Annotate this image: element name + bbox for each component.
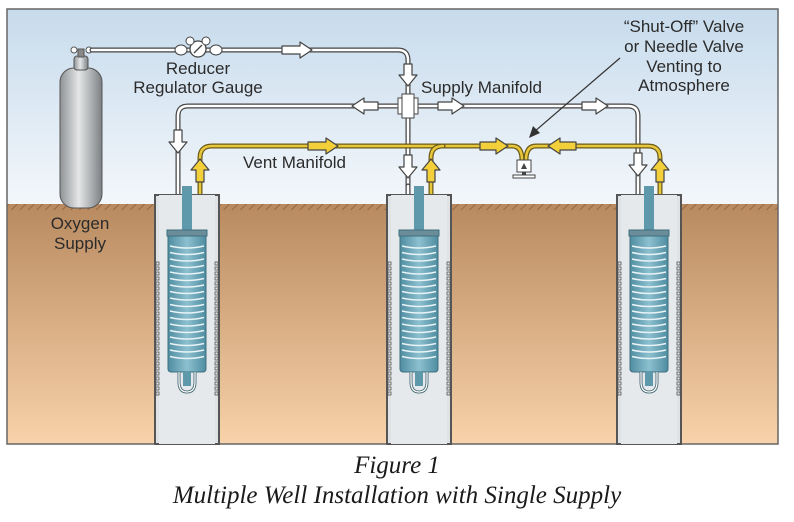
reducer-label: Reducer	[166, 59, 231, 78]
oxygen-supply-label-line1: Oxygen	[51, 214, 110, 233]
vent-arrow-up-icon	[421, 158, 441, 183]
well-3	[616, 186, 682, 445]
oxygen-supply-label-line2: Supply	[54, 234, 106, 253]
vent-arrow-right-icon	[307, 137, 339, 155]
well-2	[386, 186, 452, 445]
valve-label-line1: “Shut-Off” Valve	[624, 17, 744, 36]
shut-off-valve-icon	[512, 159, 536, 179]
supply-arrow-left-icon	[351, 97, 379, 115]
oxygen-tank-icon	[59, 46, 103, 209]
valve-label-line4: Atmosphere	[638, 76, 730, 95]
supply-arrow-down-icon	[398, 63, 418, 87]
wells-group	[154, 186, 682, 445]
vent-arrow-up-icon	[190, 158, 210, 183]
figure-number: Figure 1	[354, 452, 440, 479]
supply-arrow-down-icon	[168, 129, 188, 154]
supply-arrow-right-icon	[437, 97, 465, 115]
well-1	[154, 186, 220, 445]
valve-label-line2: or Needle Valve	[624, 37, 744, 56]
regulator-gauge-label: Regulator Gauge	[133, 78, 262, 97]
valve-pointer-arrow	[529, 57, 621, 138]
supply-arrow-right-icon	[581, 97, 609, 115]
vent-arrow-right-icon	[479, 137, 509, 155]
supply-manifold-cross	[397, 93, 419, 119]
vent-manifold-piping	[197, 143, 663, 273]
supply-arrow-right-icon	[281, 41, 313, 59]
supply-arrow-down-icon	[398, 154, 418, 179]
valve-label-line3: Venting to	[646, 57, 722, 76]
flow-arrows	[168, 41, 670, 183]
figure-title: Multiple Well Installation with Single S…	[172, 482, 622, 509]
vent-arrow-up-icon	[650, 158, 670, 183]
supply-manifold-label: Supply Manifold	[421, 78, 542, 97]
vent-manifold-label: Vent Manifold	[243, 153, 346, 172]
regulator-gauge-icon	[174, 36, 223, 58]
vent-arrow-left-icon	[547, 137, 577, 155]
supply-arrow-down-icon	[628, 152, 648, 177]
